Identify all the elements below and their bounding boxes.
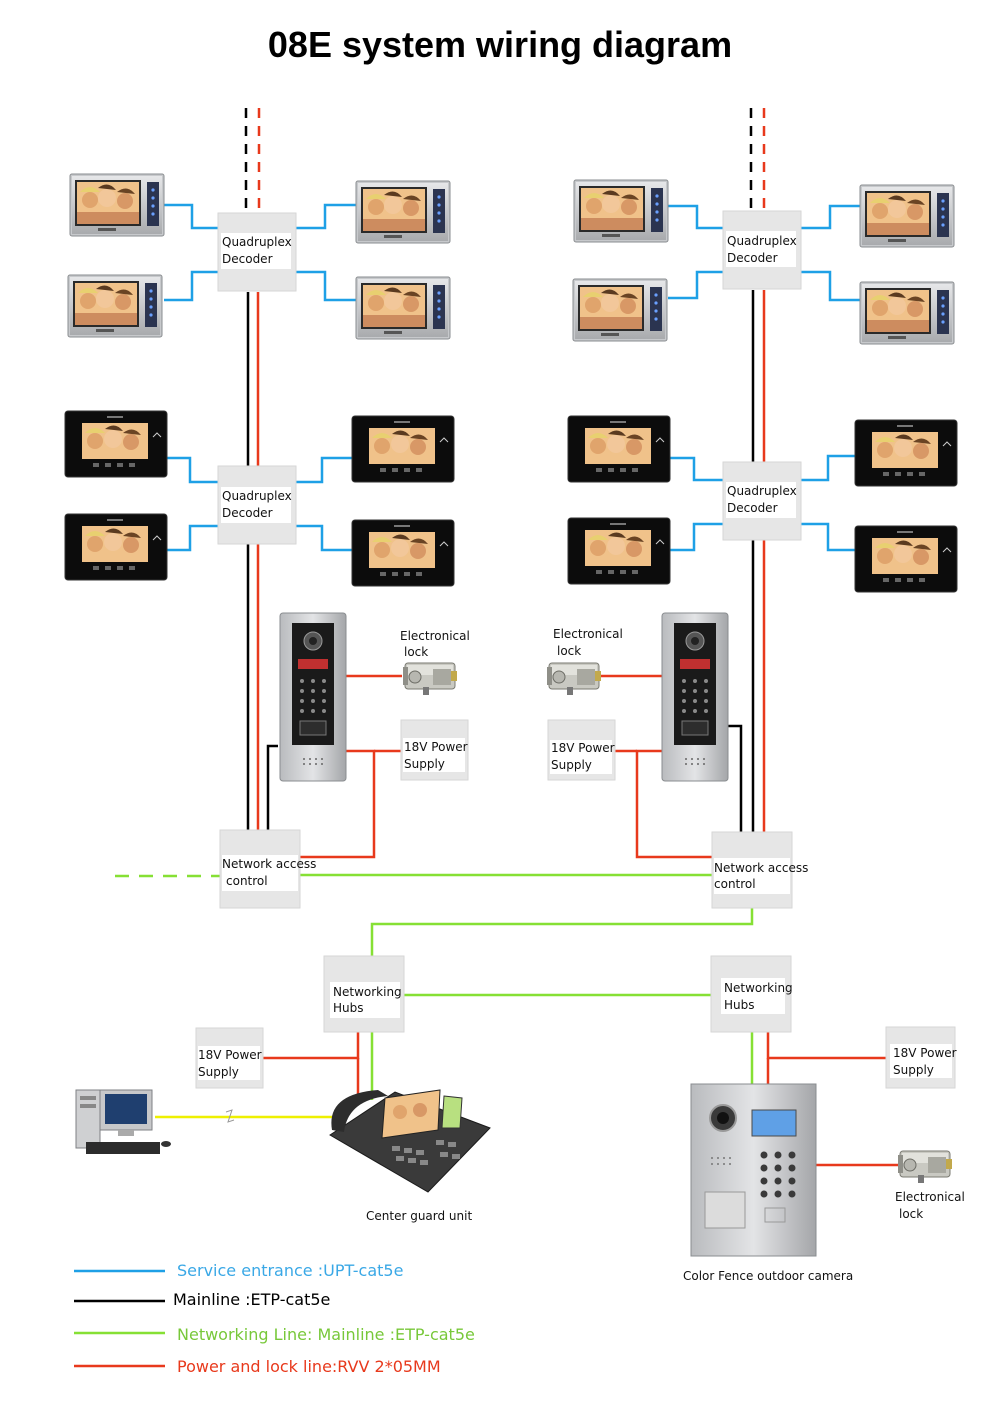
decoder-label: Quadruplex xyxy=(727,484,797,498)
indoor-monitor-silver xyxy=(859,184,955,248)
computer-icon xyxy=(75,1089,171,1154)
power-line-outdoor xyxy=(766,1032,886,1060)
electronic-lock-right xyxy=(546,662,602,696)
service-line xyxy=(296,456,352,484)
power-label: 18V Power xyxy=(551,741,615,755)
indoor-monitor-silver xyxy=(859,281,955,345)
service-line xyxy=(296,203,356,230)
electronic-lock-outdoor xyxy=(897,1150,953,1184)
indoor-monitor-black xyxy=(854,525,958,593)
diagram-title: 08E system wiring diagram xyxy=(267,24,733,65)
indoor-monitor-silver xyxy=(67,274,163,338)
legend-power: Power and lock line:RVV 2*05MM xyxy=(177,1357,441,1376)
indoor-monitor-silver xyxy=(572,278,668,342)
lock-label: Electronical xyxy=(553,627,623,641)
decoder-label: Quadruplex xyxy=(222,235,292,249)
power-label: Supply xyxy=(198,1065,239,1079)
pc-line-tick xyxy=(225,1109,235,1123)
lock-label: lock xyxy=(557,644,581,658)
door-station-left xyxy=(279,612,347,782)
door-station-right xyxy=(661,612,729,782)
electronic-lock-left xyxy=(402,662,458,696)
hub-label: Networking xyxy=(333,985,402,999)
center-guard-unit xyxy=(329,1089,491,1193)
hub-label: Hubs xyxy=(333,1001,364,1015)
outdoor-camera-panel xyxy=(690,1083,817,1257)
service-line xyxy=(668,456,723,482)
lock-label: lock xyxy=(899,1207,923,1221)
networking-line-hub-up xyxy=(370,908,754,956)
indoor-monitor-black xyxy=(64,410,168,478)
center-guard-label: Center guard unit xyxy=(366,1209,472,1223)
service-line xyxy=(801,204,860,230)
hub-label: Hubs xyxy=(724,998,755,1012)
service-line xyxy=(296,270,356,302)
power-label: Supply xyxy=(404,757,445,771)
nac-label: control xyxy=(226,874,268,888)
mainline-station-right xyxy=(727,724,743,832)
indoor-monitor-black xyxy=(64,513,168,581)
power-label: 18V Power xyxy=(893,1046,957,1060)
indoor-monitor-silver xyxy=(573,179,669,243)
service-line xyxy=(801,522,855,552)
indoor-monitor-black xyxy=(854,419,958,487)
power-label: Supply xyxy=(551,758,592,772)
decoder-label: Decoder xyxy=(727,251,778,265)
power-label: 18V Power xyxy=(198,1048,262,1062)
service-line xyxy=(668,522,723,552)
decoder-label: Decoder xyxy=(222,252,273,266)
power-label: 18V Power xyxy=(404,740,468,754)
service-line xyxy=(296,524,352,552)
legend: Service entrance :UPT-cat5e Mainline :ET… xyxy=(74,1261,475,1376)
outdoor-camera-label: Color Fence outdoor camera xyxy=(683,1269,853,1283)
service-line xyxy=(801,454,855,482)
legend-service: Service entrance :UPT-cat5e xyxy=(177,1261,403,1280)
indoor-monitor-black xyxy=(351,415,455,483)
service-line xyxy=(167,524,218,552)
power-supply-line-left xyxy=(300,749,376,859)
power-supply-line-right xyxy=(635,749,712,859)
legend-mainline: Mainline :ETP-cat5e xyxy=(173,1290,330,1309)
lock-label: Electronical xyxy=(400,629,470,643)
decoder-label: Decoder xyxy=(222,506,273,520)
indoor-monitor-black xyxy=(567,517,671,585)
mainline-station-left xyxy=(266,744,278,830)
service-line xyxy=(167,456,218,484)
decoder-label: Quadruplex xyxy=(727,234,797,248)
service-line xyxy=(801,270,860,302)
service-line xyxy=(668,204,723,230)
decoder-label: Quadruplex xyxy=(222,489,292,503)
decoder-label: Decoder xyxy=(727,501,778,515)
indoor-monitor-silver xyxy=(355,180,451,244)
nac-label: Network access xyxy=(714,861,808,875)
indoor-monitor-black xyxy=(567,415,671,483)
indoor-monitor-black xyxy=(351,519,455,587)
power-label: Supply xyxy=(893,1063,934,1077)
lock-label: lock xyxy=(404,645,428,659)
lock-label: Electronical xyxy=(895,1190,965,1204)
indoor-monitor-silver xyxy=(69,173,165,237)
nac-label: Network access xyxy=(222,857,316,871)
service-line xyxy=(164,270,218,302)
service-line xyxy=(668,270,723,300)
nac-label: control xyxy=(714,877,756,891)
service-line xyxy=(164,203,218,230)
power-line-center xyxy=(262,1032,360,1060)
indoor-monitor-silver xyxy=(355,276,451,340)
hub-label: Networking xyxy=(724,981,793,995)
legend-networking: Networking Line: Mainline :ETP-cat5e xyxy=(177,1325,475,1344)
